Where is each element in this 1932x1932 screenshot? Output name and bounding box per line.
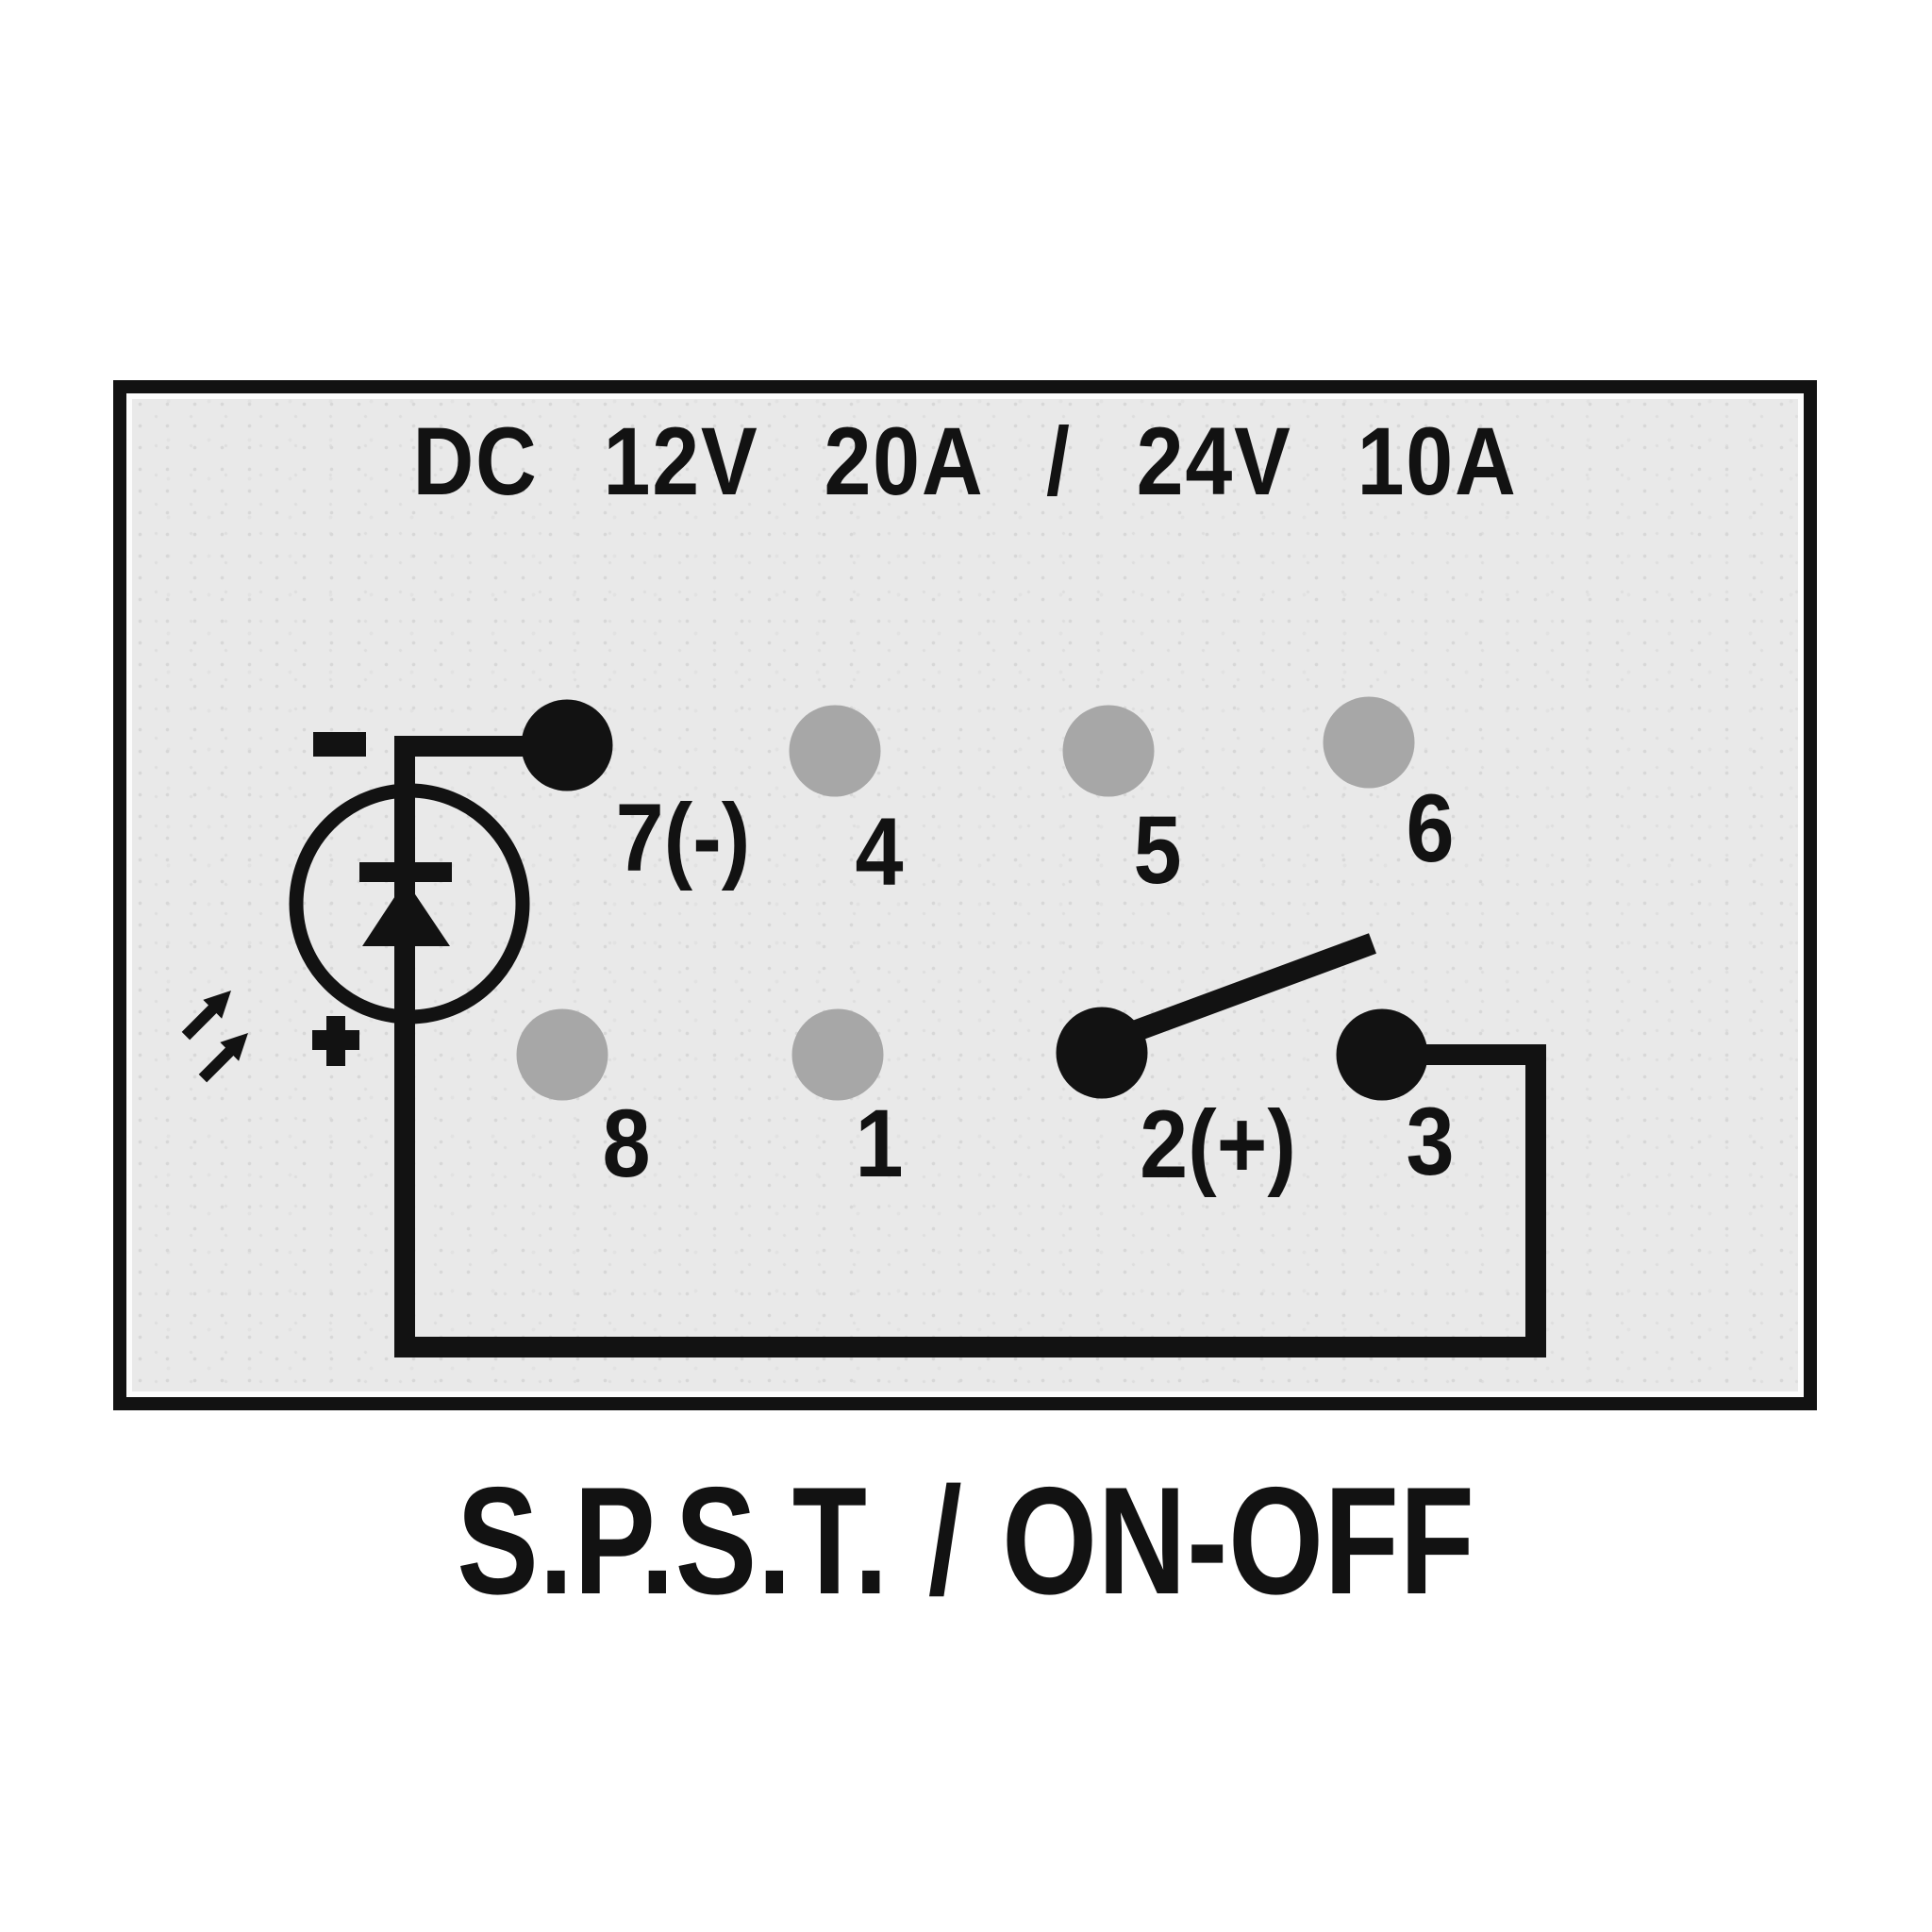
- pin-label-6: 6: [1406, 774, 1455, 882]
- pin-label-2: 2(+): [1140, 1091, 1296, 1198]
- pin-dot-5: [1062, 705, 1155, 797]
- pin-label-7: 7(-): [615, 784, 751, 891]
- led-anode-triangle: [362, 880, 450, 946]
- rating-title: DC 12V 20A / 24V 10A: [412, 408, 1518, 515]
- pin-dot-3: [1336, 1008, 1428, 1101]
- pin-label-3: 3: [1406, 1088, 1455, 1195]
- pin-label-5: 5: [1133, 796, 1182, 904]
- pin-dot-6: [1323, 696, 1415, 789]
- led-emission-arrow: [198, 1033, 248, 1083]
- pin-label-1: 1: [855, 1090, 904, 1197]
- led-symbol: [181, 732, 530, 1083]
- led-circle: [289, 783, 530, 1024]
- pin-dot-7: [521, 699, 613, 791]
- plus-polarity-icon: [312, 1016, 359, 1066]
- pin-label-8: 8: [602, 1090, 651, 1197]
- wiring-diagram-panel: [113, 380, 1817, 1410]
- switch-type-caption: S.P.S.T. / ON-OFF: [457, 1456, 1475, 1626]
- circuit-wire: [394, 736, 1546, 1357]
- pin-dot-1: [791, 1008, 884, 1101]
- pin-label-4: 4: [855, 798, 904, 906]
- pin-dot-4: [789, 705, 881, 797]
- pin-dot-8: [516, 1008, 608, 1101]
- led-emission-arrow: [181, 991, 231, 1041]
- pin-dot-2: [1056, 1007, 1148, 1099]
- led-cathode-bar: [359, 862, 452, 882]
- minus-polarity-icon: [313, 732, 366, 757]
